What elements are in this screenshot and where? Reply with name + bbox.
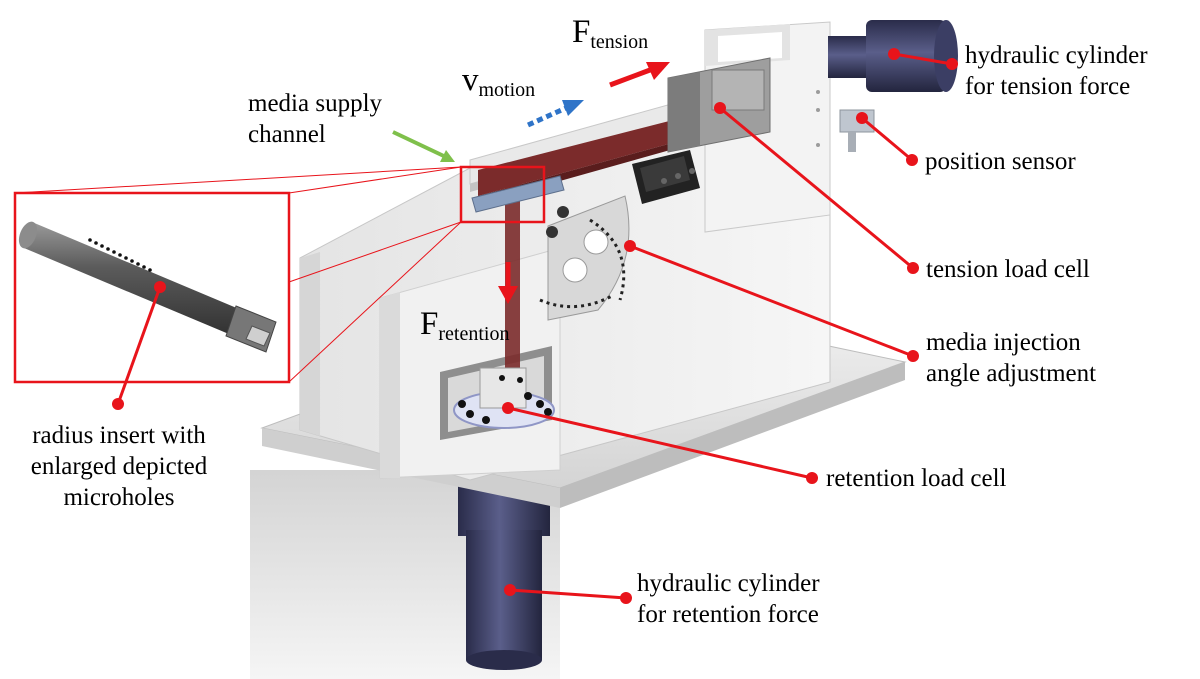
callout-hydraulic-tension	[888, 48, 958, 70]
label-retention-load-cell: retention load cell	[826, 465, 1007, 492]
label-radius-insert-line2: enlarged depicted	[30, 453, 208, 480]
f-retention-symbol: F	[420, 306, 439, 342]
callout-radius-insert	[112, 281, 166, 410]
label-position-sensor: position sensor	[925, 148, 1076, 175]
tool-holder	[632, 150, 700, 204]
label-radius-insert-line1: radius insert with	[32, 422, 206, 449]
retention-cylinder	[458, 478, 550, 670]
motion-arrow	[526, 105, 568, 128]
label-radius-insert-line3: microholes	[63, 484, 175, 511]
f-retention-subscript: retention	[438, 323, 510, 345]
label-hydraulic-cylinder-tension-line2: for tension force	[965, 73, 1131, 100]
callout-position-sensor	[856, 112, 918, 166]
label-media-supply-channel: media supply channel	[248, 88, 382, 150]
label-f-retention: Fretention	[420, 306, 510, 345]
label-media-injection-angle: media injection angle adjustment	[926, 327, 1096, 389]
angle-adjustment-disk	[539, 195, 630, 321]
tension-force-arrow	[609, 67, 651, 88]
v-motion-symbol: v	[462, 62, 479, 98]
zoom-connector-lines	[14, 166, 462, 383]
label-v-motion: vmotion	[462, 62, 536, 101]
label-media-injection-angle-line2: angle adjustment	[926, 360, 1097, 387]
media-supply-arrow	[392, 130, 449, 160]
microholes	[88, 238, 152, 272]
label-media-supply-channel-line2: channel	[248, 121, 326, 148]
label-radius-insert: radius insert with enlarged depicted mic…	[8, 420, 230, 513]
f-tension-subscript: tension	[590, 31, 649, 53]
callout-media-injection-angle	[624, 240, 919, 362]
f-tension-symbol: F	[572, 14, 591, 50]
callout-retention-load-cell	[502, 402, 818, 484]
label-hydraulic-cylinder-retention: hydraulic cylinder for retention force	[637, 568, 820, 630]
v-motion-subscript: motion	[478, 79, 536, 101]
label-hydraulic-cylinder-tension: hydraulic cylinder for tension force	[965, 40, 1148, 102]
zoom-inset	[13, 191, 291, 384]
label-hydraulic-cylinder-retention-line2: for retention force	[637, 601, 819, 628]
label-f-tension: Ftension	[572, 14, 649, 53]
label-tension-load-cell: tension load cell	[926, 256, 1090, 283]
zoom-source-box	[459, 165, 546, 224]
callout-tension-load-cell	[714, 102, 919, 274]
label-media-supply-channel-line1: media supply	[248, 90, 383, 117]
radius-insert-in-rig	[471, 175, 565, 213]
label-hydraulic-cylinder-retention-line1: hydraulic cylinder	[637, 570, 820, 597]
label-media-injection-angle-line1: media injection	[926, 329, 1081, 356]
callout-hydraulic-retention	[504, 584, 632, 604]
label-hydraulic-cylinder-tension-line1: hydraulic cylinder	[965, 42, 1148, 69]
